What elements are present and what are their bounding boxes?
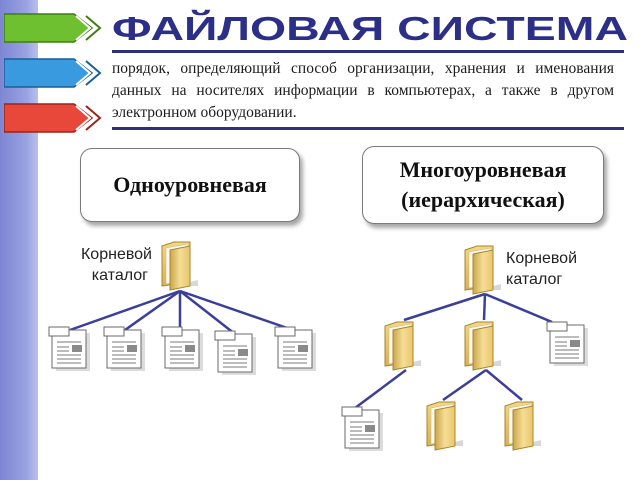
single-level-box: Одноуровневая [80, 148, 300, 222]
file-icon [48, 326, 91, 372]
file-icon [161, 326, 204, 372]
root-folder-icon-right [464, 245, 502, 295]
file-icon [214, 330, 257, 376]
folder-icon [384, 321, 422, 371]
top-divider [112, 50, 624, 53]
svg-text:ФАЙЛОВАЯ СИСТЕМА: ФАЙЛОВАЯ СИСТЕМА [112, 9, 628, 47]
single-level-connectors [69, 289, 294, 335]
root-label-left: Корневой каталог [80, 246, 152, 284]
red-ribbon-arrow-icon [4, 103, 102, 133]
single-level-label: Одноуровневая [113, 172, 267, 197]
file-icon [274, 326, 317, 372]
file-icon [103, 326, 146, 372]
multi-level-connectors [354, 292, 553, 410]
folder-icon [464, 321, 502, 371]
multi-level-label-line1: Многоуровневая [399, 157, 567, 182]
green-ribbon-arrow-icon [4, 13, 102, 43]
bottom-divider [112, 127, 624, 130]
file-icon [546, 321, 589, 367]
file-icon [341, 406, 384, 452]
definition-text: порядок, определяющий способ организации… [112, 60, 614, 121]
page-title: ФАЙЛОВАЯ СИСТЕМА [112, 9, 629, 48]
folder-icon [504, 401, 542, 451]
root-label-right: Корневой каталог [506, 250, 578, 288]
blue-ribbon-arrow-icon [4, 58, 102, 88]
multi-level-label-line2: (иерархическая) [401, 187, 565, 212]
multi-level-box: Многоуровневая (иерархическая) [362, 146, 604, 224]
folder-icon [426, 401, 464, 451]
root-folder-icon-left [161, 241, 199, 291]
